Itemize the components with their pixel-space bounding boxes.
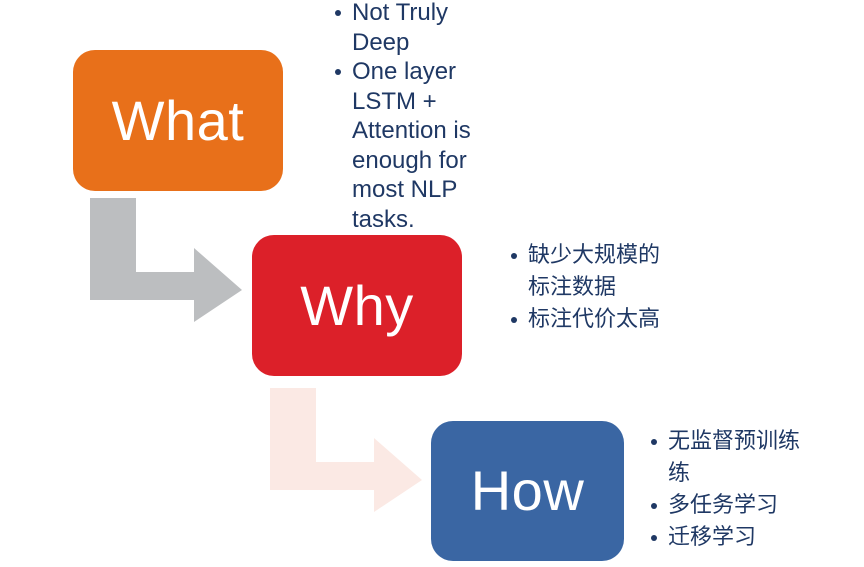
arrow-what-to-why-icon (90, 198, 242, 322)
list-item: Not Truly Deep (332, 0, 498, 57)
list-item: 标注代价太高 (508, 304, 666, 336)
stage-label-how: How (470, 459, 585, 522)
list-item: 多任务学习 (648, 490, 808, 522)
stage-label-why: Why (300, 273, 414, 337)
stage-box-how[interactable]: How (431, 421, 624, 561)
notes-list-what: Not Truly Deep One layer LSTM + Attentio… (332, 0, 498, 234)
list-item: 无监督预训练练 (648, 426, 808, 490)
stage-label-what: What (111, 88, 245, 152)
list-item: 缺少大规模的标注数据 (508, 240, 666, 304)
stage-box-what[interactable]: What (73, 50, 283, 191)
notes-list-how: 无监督预训练练 多任务学习 迁移学习 (648, 426, 808, 554)
list-item: One layer LSTM + Attention is enough for… (332, 57, 498, 234)
stage-box-why[interactable]: Why (252, 235, 462, 376)
arrow-why-to-how-icon (270, 388, 422, 512)
list-item: 迁移学习 (648, 522, 808, 554)
notes-list-why: 缺少大规模的标注数据 标注代价太高 (508, 240, 666, 336)
